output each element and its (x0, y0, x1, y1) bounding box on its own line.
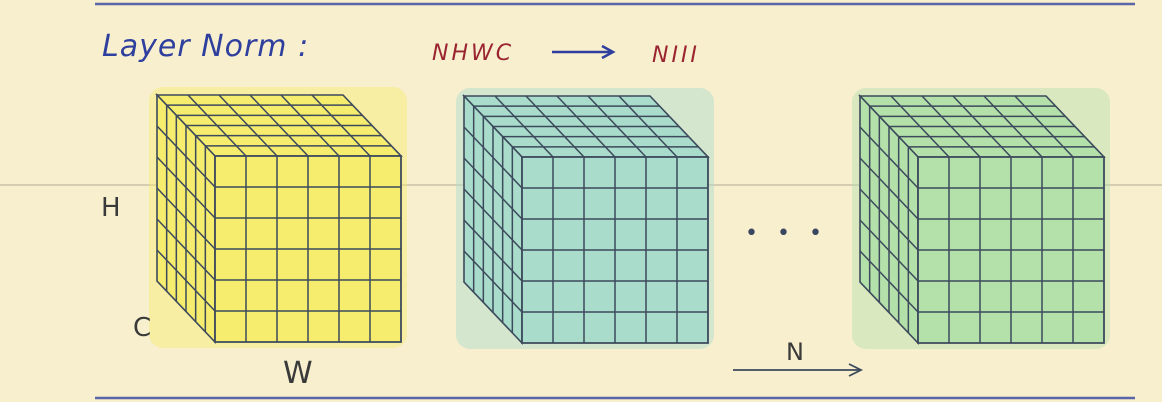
cube-3 (852, 88, 1110, 349)
shape-from: NHWC (432, 41, 514, 66)
axis-label-w: W (283, 356, 313, 391)
cube-1 (149, 87, 407, 348)
axis-label-h: H (101, 193, 121, 223)
axis-label-c: C (133, 313, 151, 343)
cube-grid-line (463, 250, 523, 313)
shape-to: NIII (652, 43, 700, 68)
cube-grid-line (156, 249, 216, 312)
diagram-title: Layer Norm : (102, 29, 309, 64)
axis-label-n: N (786, 338, 804, 366)
n-direction-arrow (733, 363, 864, 377)
cube-grid-line (859, 250, 919, 313)
ellipsis: • • • (745, 221, 828, 246)
cube-2 (456, 88, 714, 349)
cube-group (149, 87, 1110, 349)
transform-arrow (552, 44, 616, 60)
